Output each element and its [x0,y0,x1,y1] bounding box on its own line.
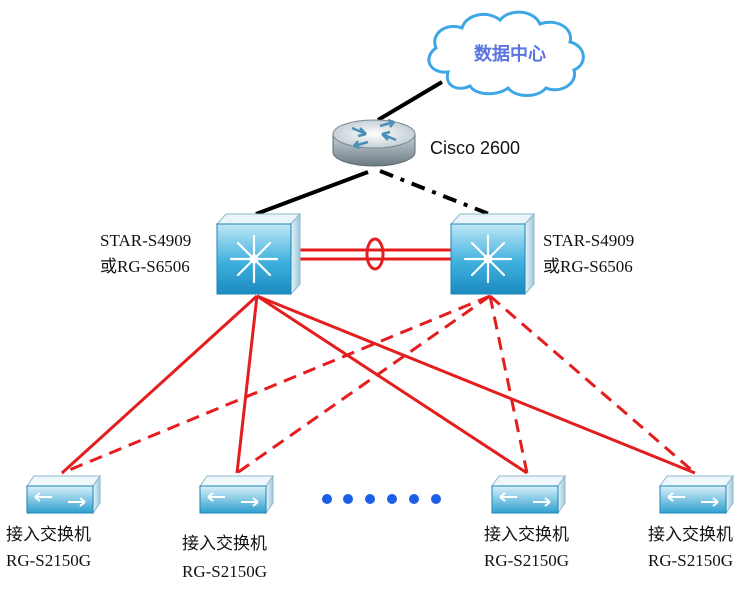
ellipsis-dot [409,494,419,504]
core-switch-icon [449,212,536,296]
core-right-label-alt: 或RG-S6506 [543,257,633,276]
ellipsis-dot [431,494,441,504]
ellipsis-dot [365,494,375,504]
access-3-label-model: RG-S2150G [484,551,569,570]
access-switch-icon [199,474,274,515]
cloud-icon [427,10,585,97]
link-core-right-access-2 [236,294,491,475]
ellipsis-dot [387,494,397,504]
access-switch-1: 接入交换机 RG-S2150G [6,474,101,570]
link-core-left-access-4 [256,294,696,475]
core-switch-right: STAR-S4909 或RG-S6506 [449,212,634,296]
access-switch-2: 接入交换机 RG-S2150G [182,474,274,581]
links [60,80,696,475]
router-label: Cisco 2600 [430,138,520,158]
ellipsis-dot [322,494,332,504]
link-core-right-access-1 [61,294,491,475]
link-aggregation-ring [365,237,385,271]
ellipsis-dot [343,494,353,504]
link-core-left-access-2 [235,295,259,474]
link-core-right-access-4 [489,294,696,475]
ellipsis-dots [322,494,441,504]
cloud-label: 数据中心 [474,43,546,65]
core-switch-icon [215,212,302,296]
access-1-label-model: RG-S2150G [6,551,91,570]
data-center-cloud: 数据中心 [427,10,585,97]
link-router-core-right-backup [379,169,490,216]
access-4-label-role: 接入交换机 [648,525,733,544]
core-left-label-alt: 或RG-S6506 [100,257,190,276]
core-switch-left: STAR-S4909 或RG-S6506 [100,212,302,296]
access-switch-icon [659,474,734,515]
access-switch-icon [26,474,101,515]
link-router-core-left [255,170,369,216]
core-right-label-model: STAR-S4909 [543,231,634,250]
link-core-left-access-1 [60,294,259,475]
router-icon [332,118,416,167]
access-switch-3: 接入交换机 RG-S2150G [484,474,569,570]
access-2-label-role: 接入交换机 [182,534,267,553]
access-4-label-model: RG-S2150G [648,551,733,570]
access-switch-4: 接入交换机 RG-S2150G [648,474,734,570]
core-left-label-model: STAR-S4909 [100,231,191,250]
access-3-label-role: 接入交换机 [484,525,569,544]
link-router-cloud [376,80,444,122]
link-core-left-access-3 [256,294,528,475]
access-2-label-model: RG-S2150G [182,562,267,581]
router-node: Cisco 2600 [332,118,520,167]
access-switch-icon [491,474,566,515]
access-1-label-role: 接入交换机 [6,525,91,544]
link-core-right-access-3 [488,295,529,474]
